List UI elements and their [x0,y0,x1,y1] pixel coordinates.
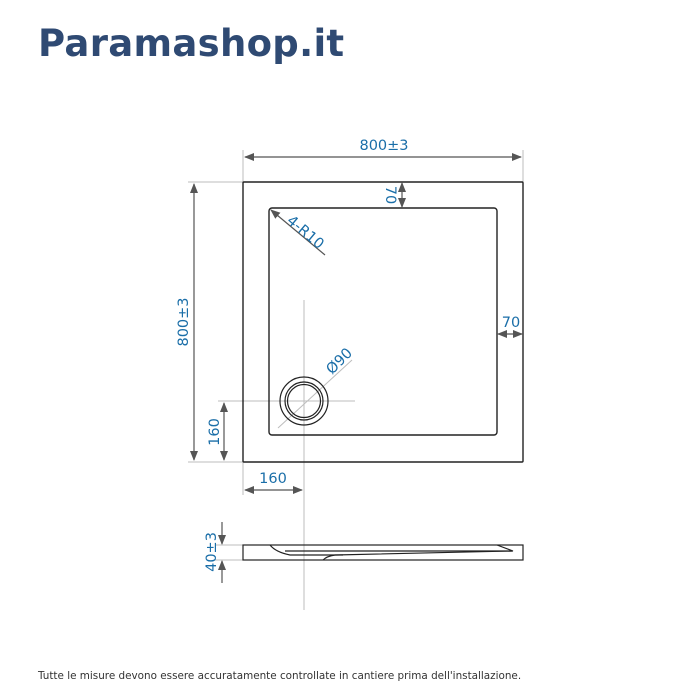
drain-y-offset-label: 160 [207,418,223,446]
guide-lines [188,150,524,610]
corner-radius-label: 4-R10 [283,213,326,253]
tray-outer-outline [242,181,524,463]
height-label: 800±3 [176,297,192,346]
tray-inner-outline [268,207,498,436]
drain-x-offset-label: 160 [259,471,287,487]
disclaimer-note: Tutte le misure devono essere accuratame… [38,670,522,682]
rim-top-label: 70 [382,186,398,204]
corner-radius-leader [270,209,326,256]
rim-right-label: 70 [502,315,520,331]
drain-diameter-label: Ø90 [324,345,356,377]
thickness-label: 40±3 [204,532,220,572]
drain-icon [279,376,329,426]
brand-logo: Paramashop.it [38,22,345,65]
width-label: 800±3 [359,138,408,154]
side-profile [242,544,524,561]
